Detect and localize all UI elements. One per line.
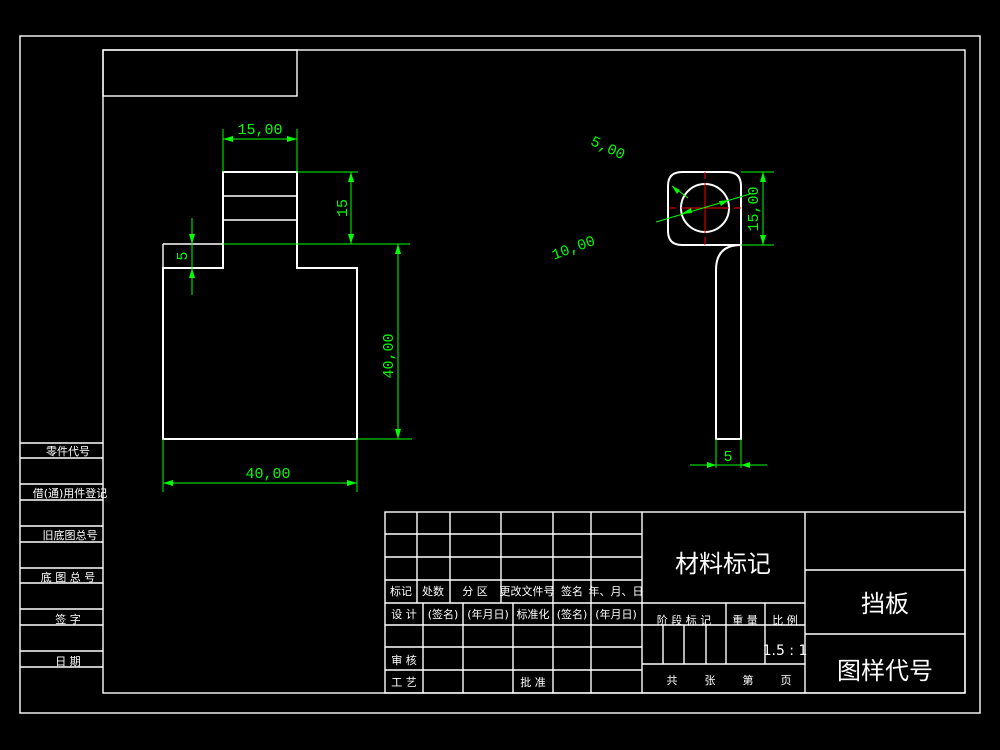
standard-label: 标准化: [517, 607, 550, 621]
standard-sign: (签名): [557, 607, 588, 621]
dim-body-width-lines: [162, 439, 358, 492]
title-grid: [642, 512, 965, 693]
left-strip: 零件代号 借(通)用件登记 旧底图总号 底 图 总 号 签 字 日 期: [20, 442, 108, 668]
header-zone: 分 区: [462, 585, 488, 598]
front-view[interactable]: 15,00 15 5 40,00 40,00: [162, 122, 412, 492]
dim-thickness-lines: [690, 439, 767, 468]
dim-tab-width-lines: [222, 129, 298, 172]
dim-hole-lines: [655, 185, 751, 223]
dim-head-height: 15,00: [746, 186, 763, 231]
part-name: 挡板: [861, 590, 909, 618]
strip-label-borrowed: 借(通)用件登记: [33, 486, 108, 500]
weight-label: 重 量: [732, 613, 758, 627]
dim-hole-diameter: 10,00: [550, 233, 598, 264]
design-date: (年月日): [467, 607, 509, 621]
standard-date: (年月日): [595, 607, 637, 621]
strip-label-date: 日 期: [55, 655, 81, 668]
side-head-outline: [667, 171, 741, 246]
sheets-unit: 张: [705, 674, 716, 687]
material-label: 材料标记: [675, 550, 771, 578]
page-unit: 页: [781, 674, 792, 687]
outer-frame: [19, 35, 981, 714]
dim-tab-height-lines: [223, 171, 410, 245]
design-label: 设 计: [391, 608, 417, 621]
center-mark: [669, 172, 741, 245]
header-date: 年、月、日: [589, 584, 644, 598]
dim-arrows: [189, 234, 195, 278]
strip-label-part-code: 零件代号: [46, 445, 90, 458]
side-view[interactable]: 5,00 10,00 15,00 5: [550, 134, 774, 468]
dim-tab-height: 15: [335, 199, 352, 217]
code-box: [102, 49, 298, 97]
dim-body-height-lines: [357, 244, 412, 440]
design-row: 设 计 (签名) (年月日) 标准化 (签名) (年月日): [391, 607, 637, 621]
header-count: 处数: [422, 585, 444, 598]
revision-grid: [385, 512, 643, 693]
dim-fillet-radius: 5,00: [588, 134, 628, 165]
review-label: 审 核: [391, 653, 417, 667]
dim-tab-width: 15,00: [237, 122, 282, 139]
front-outline: [162, 171, 358, 440]
dim-head-height-lines: [741, 171, 774, 246]
strip-lines: [20, 442, 103, 668]
dim-thickness: 5: [723, 449, 732, 466]
scale-value: 1.5 : 1: [763, 643, 808, 659]
strip-label-old-base: 旧底图总号: [43, 528, 98, 542]
stage-label: 阶 段 标 记: [657, 613, 712, 627]
header-change-doc: 更改文件号: [500, 584, 555, 598]
dim-arrows: [707, 462, 750, 468]
dim-notch-depth: 5: [175, 251, 192, 260]
front-inner-lines: [162, 195, 297, 268]
title-block: 标记 处数 分 区 更改文件号 签名 年、月、日 设 计 (签名) (年月日) …: [384, 511, 966, 694]
design-sign: (签名): [428, 607, 459, 621]
approve-label: 批 准: [520, 675, 546, 689]
process-label: 工 艺: [391, 676, 417, 689]
header-mark: 标记: [390, 584, 412, 598]
sheets-total: 共: [667, 674, 678, 687]
strip-label-sign: 签 字: [55, 612, 81, 626]
header-row: 标记 处数 分 区 更改文件号 签名 年、月、日: [390, 584, 644, 598]
header-sign: 签名: [561, 584, 583, 598]
ratio-label: 比 例: [772, 613, 798, 627]
sheet-number: 第: [743, 673, 754, 687]
dim-body-height: 40,00: [381, 333, 398, 378]
dim-body-width: 40,00: [245, 466, 290, 483]
strip-label-base: 底 图 总 号: [41, 570, 96, 584]
drawing-code-label: 图样代号: [837, 657, 933, 685]
